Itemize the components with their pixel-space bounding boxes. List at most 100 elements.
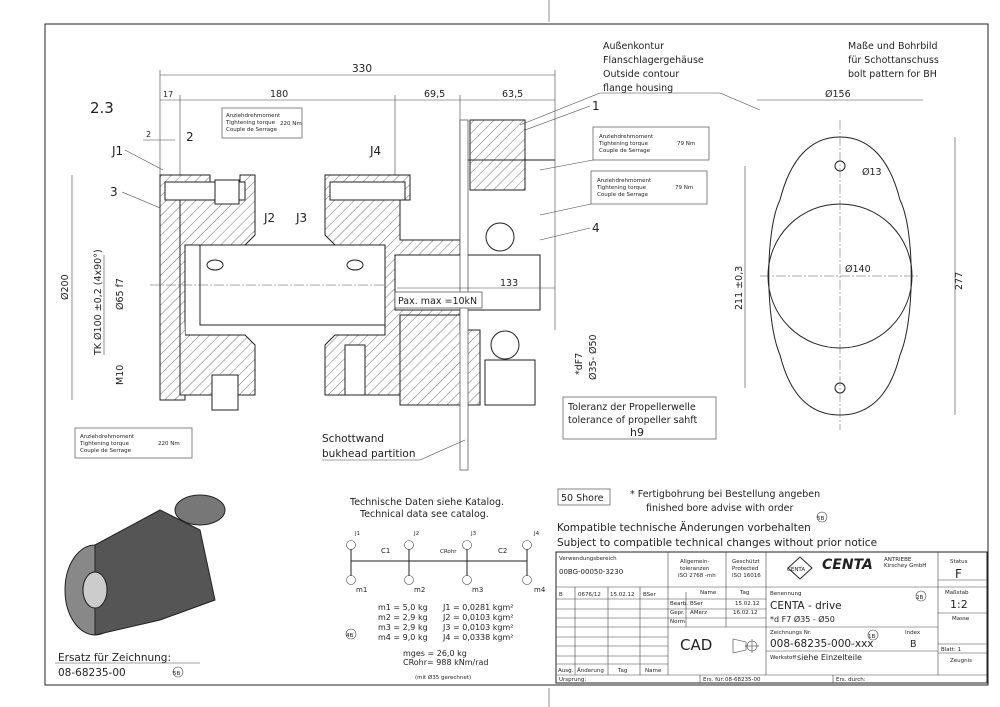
outside-contour-note: Außenkontur Flanschlagergehäuse Outside … xyxy=(603,41,704,94)
svg-text:79 Nm: 79 Nm xyxy=(677,141,695,147)
svg-text:bolt pattern for BH: bolt pattern for BH xyxy=(848,69,937,80)
svg-text:Couple de Serrage: Couple de Serrage xyxy=(80,448,132,454)
usage-value: 00BG-00050-3230 xyxy=(559,568,623,576)
svg-text:m3 = 2,9 kg: m3 = 2,9 kg xyxy=(378,623,428,632)
status-value: F xyxy=(955,567,962,581)
svg-text:CRohr= 988 kNm/rad: CRohr= 988 kNm/rad xyxy=(403,658,488,667)
svg-text:Couple de Serrage: Couple de Serrage xyxy=(226,127,278,133)
svg-text:m2 = 2,9 kg: m2 = 2,9 kg xyxy=(378,613,428,622)
svg-text:J3 = 0,0103 kgm²: J3 = 0,0103 kgm² xyxy=(442,623,513,632)
part-label-4: 4 xyxy=(592,221,600,235)
compat-note: Kompatible technische Änderungen vorbeha… xyxy=(557,521,811,534)
centa-logo: CENTA CENTA ANTRIEBE Kirschey GmbH xyxy=(787,556,926,580)
svg-text:Ers. durch:: Ers. durch: xyxy=(836,677,866,683)
svg-text:Norm: Norm xyxy=(670,619,685,625)
svg-text:Name: Name xyxy=(645,668,662,674)
part-label-j1: J1 xyxy=(111,144,123,158)
svg-text:Tightening torque: Tightening torque xyxy=(79,441,130,447)
svg-text:0676/12: 0676/12 xyxy=(578,592,601,598)
svg-text:Gepr.: Gepr. xyxy=(670,610,685,616)
svg-text:Bearb.: Bearb. xyxy=(670,601,688,607)
svg-text:flange housing: flange housing xyxy=(603,83,673,94)
svg-text:Toleranz der Propellerwelle: Toleranz der Propellerwelle xyxy=(567,402,696,413)
isometric-3d-view xyxy=(64,494,226,636)
svg-text:C1: C1 xyxy=(381,547,390,555)
svg-text:für Schottanschuss: für Schottanschuss xyxy=(848,55,939,66)
svg-text:J4: J4 xyxy=(533,531,540,537)
view-label: 2.3 xyxy=(90,99,114,117)
svg-text:Geschützt: Geschützt xyxy=(732,559,761,565)
part-label-3: 3 xyxy=(110,185,118,199)
drawing-number: 008-68235-000-xxx xyxy=(770,638,874,650)
svg-text:ANTRIEBE: ANTRIEBE xyxy=(884,557,912,563)
svg-text:Anziehdrehmoment: Anziehdrehmoment xyxy=(599,134,654,140)
svg-text:toleranzen: toleranzen xyxy=(680,566,710,572)
svg-text:BSer: BSer xyxy=(643,592,657,598)
tolerance-note: Toleranz der Propellerwelle tolerance of… xyxy=(562,396,717,440)
svg-text:J3: J3 xyxy=(470,531,477,537)
svg-text:4B: 4B xyxy=(346,633,353,639)
svg-text:AMerz: AMerz xyxy=(690,610,707,616)
svg-text:Protected: Protected xyxy=(732,566,758,572)
zone-mark: 5B xyxy=(172,666,184,678)
svg-text:Technical data see catalog.: Technical data see catalog. xyxy=(359,509,489,520)
svg-text:16.02.12: 16.02.12 xyxy=(733,610,758,616)
svg-text:J2 = 0,0103 kgm²: J2 = 0,0103 kgm² xyxy=(442,613,513,622)
tech-data: Technische Daten siehe Katalog. Technica… xyxy=(345,497,546,681)
zone-mark: 4B xyxy=(345,628,357,640)
svg-text:Couple de Serrage: Couple de Serrage xyxy=(599,148,651,154)
svg-text:Kirschey GmbH: Kirschey GmbH xyxy=(884,563,926,569)
svg-text:m1: m1 xyxy=(356,586,367,594)
svg-text:Außenkontur: Außenkontur xyxy=(603,41,664,52)
dim-dia156: Ø156 xyxy=(825,89,851,100)
dim-dia13: Ø13 xyxy=(862,167,882,178)
pax-label: Pax. max =10kN xyxy=(398,296,477,307)
zone-mark: 2B xyxy=(915,590,927,602)
svg-text:CRohr: CRohr xyxy=(440,549,457,555)
svg-text:08-68235-00: 08-68235-00 xyxy=(725,677,761,683)
index-value: B xyxy=(910,639,917,650)
title-block: Verwendungsbereich 00BG-00050-3230 Allge… xyxy=(555,551,988,684)
svg-text:Tightening torque: Tightening torque xyxy=(598,141,649,147)
cad-label: CAD xyxy=(680,636,712,654)
svg-text:ISO 16016: ISO 16016 xyxy=(732,573,761,579)
projection-symbol-icon xyxy=(732,638,759,654)
dim-dia140: Ø140 xyxy=(845,264,871,275)
svg-text:15.02.12: 15.02.12 xyxy=(610,592,635,598)
svg-text:Tightening torque: Tightening torque xyxy=(596,185,647,191)
svg-text:Outside contour: Outside contour xyxy=(603,69,679,80)
svg-text:J4 = 0,0338 kgm²: J4 = 0,0338 kgm² xyxy=(442,633,513,642)
svg-text:m4: m4 xyxy=(534,586,546,594)
svg-text:Anziehdrehmoment: Anziehdrehmoment xyxy=(597,178,652,184)
torque-box: Anziehdrehmoment Tightening torque Coupl… xyxy=(221,107,303,139)
dim-tk: TK Ø100 ±0,2 (4x90°) xyxy=(93,249,104,356)
svg-text:Änderung: Änderung xyxy=(577,667,604,674)
svg-text:J1 = 0,0281 kgm²: J1 = 0,0281 kgm² xyxy=(442,603,513,612)
svg-text:Ursprung:: Ursprung: xyxy=(559,677,586,683)
svg-text:siehe Einzelteile: siehe Einzelteile xyxy=(797,653,862,662)
svg-text:Blatt: 1: Blatt: 1 xyxy=(941,647,961,653)
part-label-j2: J2 xyxy=(263,211,275,225)
svg-text:m2: m2 xyxy=(414,586,425,594)
svg-text:BSer: BSer xyxy=(690,601,704,607)
svg-text:Tightening torque: Tightening torque xyxy=(225,120,276,126)
replacement-number: 08-68235-00 xyxy=(58,667,126,679)
dim-dia35-50: Ø35- Ø50 xyxy=(588,334,599,380)
svg-text:Name: Name xyxy=(700,590,717,596)
bulkhead-label: Schottwand xyxy=(322,433,384,445)
shore-label: 50 Shore xyxy=(561,493,604,504)
svg-text:J2: J2 xyxy=(413,531,419,537)
part-label-2: 2 xyxy=(186,130,194,144)
zone-mark: 5B xyxy=(816,511,828,523)
svg-text:Ausg.: Ausg. xyxy=(558,668,574,674)
svg-text:Werkstoff: Werkstoff xyxy=(770,655,796,661)
svg-text:h9: h9 xyxy=(630,426,644,439)
part-label-j3: J3 xyxy=(295,211,307,225)
svg-text:Anziehdrehmoment: Anziehdrehmoment xyxy=(80,434,135,440)
svg-text:Couple de Serrage: Couple de Serrage xyxy=(597,192,649,198)
torque-box: Anziehdrehmoment Tightening torque Coupl… xyxy=(74,427,193,459)
dim-17: 17 xyxy=(163,90,173,99)
svg-text:Zeugnis: Zeugnis xyxy=(950,658,972,664)
